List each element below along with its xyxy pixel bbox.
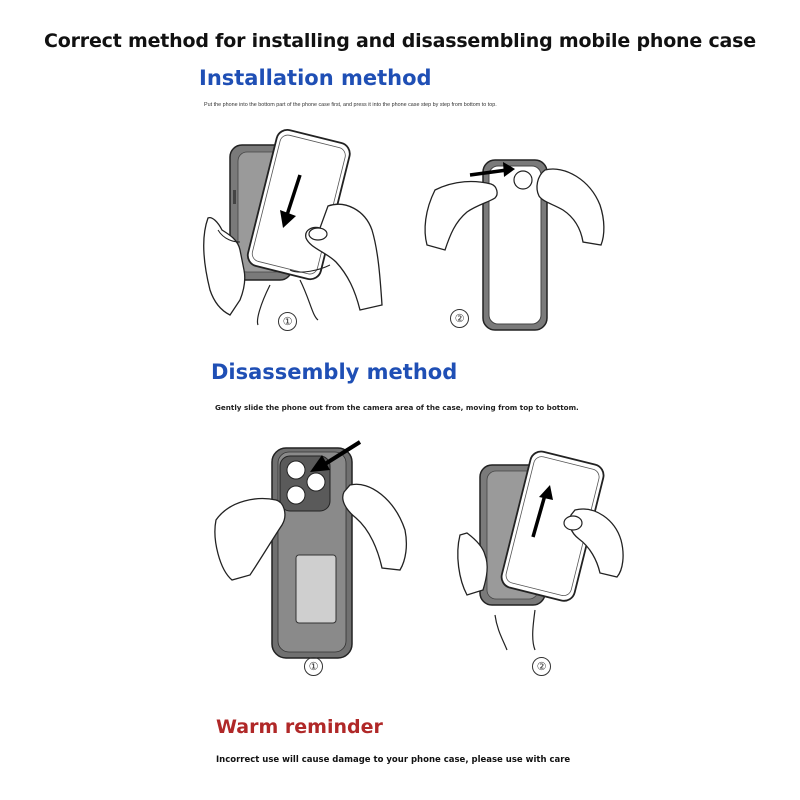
right-hand: [342, 483, 407, 571]
phone-case: [482, 159, 548, 331]
phone-case: [271, 447, 353, 659]
arrow-icon: [280, 174, 302, 228]
disassembly-step-1-illustration: [214, 440, 407, 659]
reminder-title: Warm reminder: [216, 716, 383, 738]
installation-instruction: Put the phone into the bottom part of th…: [204, 102, 497, 108]
installation-step-1-number: ①: [278, 312, 297, 331]
disassembly-instruction: Gently slide the phone out from the came…: [215, 403, 579, 412]
disassembly-step-2-number: ②: [532, 657, 551, 676]
disassembly-step-1-number: ①: [304, 657, 323, 676]
disassembly-step-2-illustration: [457, 450, 624, 651]
arrow-icon: [531, 485, 553, 538]
left-hand: [424, 180, 498, 251]
installation-title: Installation method: [199, 66, 432, 90]
page-title: Correct method for installing and disass…: [44, 30, 756, 52]
phone: [500, 450, 605, 602]
installation-step-2-number: ②: [450, 309, 469, 328]
arrow-icon: [310, 440, 362, 472]
installation-step-2-illustration: [424, 159, 605, 331]
left-hand: [457, 532, 488, 596]
left-hand: [214, 497, 286, 581]
arrow-icon: [469, 162, 515, 177]
installation-step-1-illustration: [203, 128, 383, 326]
reminder-text: Incorrect use will cause damage to your …: [216, 755, 571, 765]
right-hand: [568, 508, 624, 578]
right-hand: [536, 168, 605, 246]
disassembly-title: Disassembly method: [211, 360, 458, 384]
